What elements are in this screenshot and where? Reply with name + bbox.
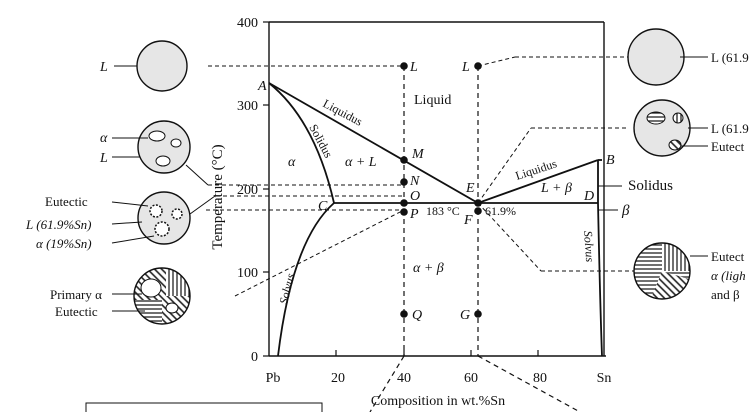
label-solvus-left: Solvus (276, 272, 297, 306)
x-axis-label: Composition in wt.%Sn (371, 394, 505, 409)
region-alpha-l: α + L (345, 155, 377, 170)
x-tick-40: 40 (397, 371, 411, 386)
micro-left-2-alpha: α (100, 131, 108, 146)
label-eutectic-temp: 183 °C (426, 204, 460, 218)
micro-right-2 (633, 99, 708, 157)
y-tick-0: 0 (251, 350, 258, 365)
label-q: Q (412, 308, 422, 323)
x-tick-80: 80 (533, 371, 547, 386)
micro-left-3-eutectic: Eutectic (45, 194, 88, 209)
label-b: B (606, 153, 615, 168)
region-l-beta: L + β (540, 181, 572, 196)
micro-left-1 (114, 40, 188, 92)
label-solidus-right: Solidus (628, 178, 673, 194)
micro-left-4-eutectic: Eutectic (55, 304, 98, 319)
y-axis-label: Temperature (°C) (210, 144, 226, 249)
micro-right-3-eutectic: Eutect (711, 249, 745, 264)
x-tick-60: 60 (464, 371, 478, 386)
micro-right-3-beta: and β (711, 287, 740, 302)
point-l1 (400, 62, 408, 70)
y-tick-400: 400 (237, 16, 258, 31)
label-solvus-right: Solvus (581, 230, 597, 263)
region-alpha-beta: α + β (413, 261, 444, 276)
label-a: A (257, 79, 267, 94)
point-p (400, 208, 408, 216)
point-f (474, 207, 482, 215)
x-tick-pb: Pb (266, 371, 281, 386)
label-p: P (409, 207, 419, 222)
micro-left-2 (112, 120, 209, 186)
label-d: D (583, 189, 594, 204)
label-liquidus-right: Liquidus (514, 156, 559, 183)
micro-right-3-alpha: α (ligh (711, 268, 746, 283)
micro-left-4-primary: Primary α (50, 287, 102, 302)
y-ticks (263, 21, 269, 357)
point-n (400, 178, 408, 186)
micro-right-1-l: L (61.9 (711, 50, 749, 65)
point-o (400, 199, 408, 207)
label-e: E (465, 181, 475, 196)
y-tick-200: 200 (237, 183, 258, 198)
solvus-right-line (597, 202, 603, 357)
micro-right-2-l: L (61.9 (711, 121, 749, 136)
point-q (400, 310, 408, 318)
label-c: C (318, 199, 328, 214)
label-o: O (410, 189, 420, 204)
label-solidus-left: Solidus (306, 122, 335, 161)
micro-left-2-l: L (99, 151, 108, 166)
label-l1: L (409, 60, 418, 75)
region-beta: β (621, 203, 630, 219)
x-tick-sn: Sn (597, 371, 612, 386)
label-l2: L (461, 60, 470, 75)
label-liquidus-left: Liquidus (321, 96, 366, 129)
point-m (400, 156, 408, 164)
point-l2 (474, 62, 482, 70)
micro-right-2-eutectic: Eutect (711, 139, 745, 154)
point-e (474, 199, 482, 207)
point-g (474, 310, 482, 318)
label-f: F (463, 213, 473, 228)
composition-verticals (369, 66, 581, 412)
inset-box (85, 402, 323, 412)
label-g: G (460, 308, 470, 323)
x-ticks (335, 350, 539, 356)
x-tick-20: 20 (331, 371, 345, 386)
solvus-left-line (277, 202, 335, 357)
micro-left-3 (111, 191, 216, 245)
region-liquid: Liquid (414, 93, 451, 108)
micro-right-3 (633, 242, 708, 300)
data-points (400, 62, 482, 318)
micro-right-1 (627, 28, 708, 86)
y-tick-300: 300 (237, 99, 258, 114)
micro-left-4 (112, 267, 191, 325)
micro-left-3-l: L (61.9%Sn) (25, 217, 91, 232)
label-m: M (411, 147, 425, 162)
micro-left-3-alpha: α (19%Sn) (36, 236, 92, 251)
region-alpha: α (288, 155, 296, 170)
y-tick-100: 100 (237, 266, 258, 281)
micro-left-1-l: L (99, 60, 108, 75)
label-n: N (409, 174, 420, 189)
connector-lines (206, 56, 634, 297)
label-eutectic-comp: 61.9% (485, 204, 516, 218)
